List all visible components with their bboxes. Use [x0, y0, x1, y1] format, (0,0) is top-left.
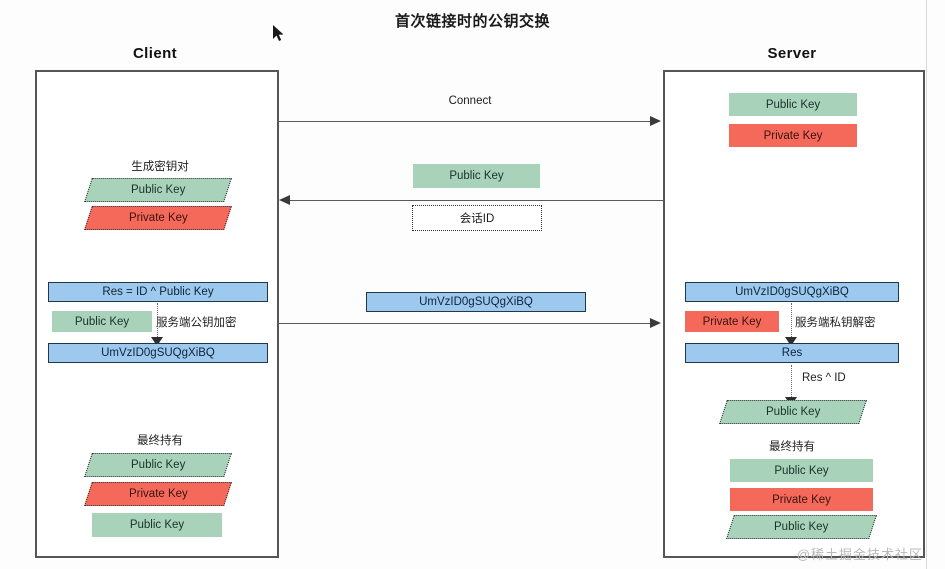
- client-final-public-key: Public Key: [84, 453, 232, 477]
- server-recovered-public-key: Public Key: [719, 400, 867, 424]
- message-arrow-connect: [277, 121, 652, 122]
- client-final-private-key-label: Private Key: [128, 488, 188, 500]
- page-edge-rule: [926, 0, 927, 569]
- client-final-public-key-label: Public Key: [130, 459, 186, 471]
- server-decrypt-flow-arrow: [785, 337, 797, 346]
- client-final-server-public-key-label: Public Key: [129, 519, 185, 531]
- actor-label-server: Server: [767, 45, 817, 62]
- client-final-note: 最终持有: [137, 435, 183, 447]
- client-res-expression-label: Res = ID ^ Public Key: [102, 286, 214, 298]
- server-final-public-key: Public Key: [730, 459, 873, 482]
- server-own-private-key: Private Key: [729, 124, 857, 147]
- message-label-connect: Connect: [448, 95, 492, 107]
- message-arrow-cipher-text: [277, 323, 652, 324]
- session-id-label: 会话ID: [459, 213, 495, 225]
- server-final-client-public-key: Public Key: [726, 515, 877, 539]
- message-chip-public-key: Public Key: [413, 164, 540, 188]
- server-decrypt-flow-line: [791, 303, 792, 339]
- client-res-expression: Res = ID ^ Public Key: [48, 282, 268, 302]
- server-res-value: Res: [685, 343, 899, 363]
- server-own-public-key: Public Key: [729, 93, 857, 116]
- server-recovered-public-key-label: Public Key: [765, 406, 821, 418]
- server-final-private-key: Private Key: [730, 488, 873, 511]
- arrow-head-connect: [650, 116, 661, 126]
- client-generate-note: 生成密钥对: [131, 161, 189, 173]
- session-id-box: 会话ID: [412, 205, 542, 231]
- server-final-public-key-label: Public Key: [774, 464, 829, 477]
- client-generated-public-key-label: Public Key: [130, 184, 186, 196]
- client-encrypt-note: 服务端公钥加密: [156, 317, 237, 329]
- client-generated-public-key: Public Key: [84, 178, 232, 202]
- server-decrypt-note: 服务端私钥解密: [795, 317, 876, 329]
- server-final-note: 最终持有: [769, 441, 815, 453]
- server-cipher-text: UmVzID0gSUQgXiBQ: [685, 282, 899, 302]
- server-decrypt-key-chip: Private Key: [685, 311, 779, 332]
- page-title: 首次链接时的公钥交换: [394, 13, 550, 30]
- server-final-private-key-label: Private Key: [772, 493, 831, 506]
- message-arrow-public-key: [290, 200, 663, 201]
- arrow-head-public-key: [279, 195, 290, 205]
- message-chip-cipher-text-label: UmVzID0gSUQgXiBQ: [419, 296, 533, 308]
- actor-label-client: Client: [132, 45, 178, 62]
- client-generated-private-key-label: Private Key: [128, 212, 188, 224]
- server-xor-flow-line: [791, 365, 792, 399]
- client-encrypt-flow-line: [157, 303, 158, 339]
- message-chip-cipher-text: UmVzID0gSUQgXiBQ: [366, 292, 586, 312]
- client-final-server-public-key: Public Key: [92, 513, 222, 537]
- client-generated-private-key: Private Key: [84, 206, 232, 230]
- client-encrypt-key-chip: Public Key: [52, 311, 152, 332]
- server-xor-note: Res ^ ID: [802, 372, 846, 384]
- server-own-public-key-label: Public Key: [765, 98, 821, 111]
- watermark: @稀土掘金技术社区: [796, 547, 923, 562]
- client-encrypt-flow-arrow: [151, 337, 163, 346]
- client-cipher-text: UmVzID0gSUQgXiBQ: [48, 343, 268, 363]
- server-decrypt-key-chip-label: Private Key: [702, 315, 762, 328]
- server-res-value-label: Res: [781, 347, 803, 359]
- server-cipher-text-label: UmVzID0gSUQgXiBQ: [735, 286, 849, 298]
- mouse-cursor-icon: [273, 25, 284, 41]
- client-final-private-key: Private Key: [84, 482, 232, 506]
- arrow-head-cipher-text: [650, 318, 661, 328]
- message-chip-public-key-label: Public Key: [449, 170, 504, 182]
- server-final-client-public-key-label: Public Key: [774, 521, 829, 533]
- client-encrypt-key-chip-label: Public Key: [74, 315, 130, 328]
- client-cipher-text-label: UmVzID0gSUQgXiBQ: [101, 347, 215, 359]
- server-own-private-key-label: Private Key: [763, 129, 823, 142]
